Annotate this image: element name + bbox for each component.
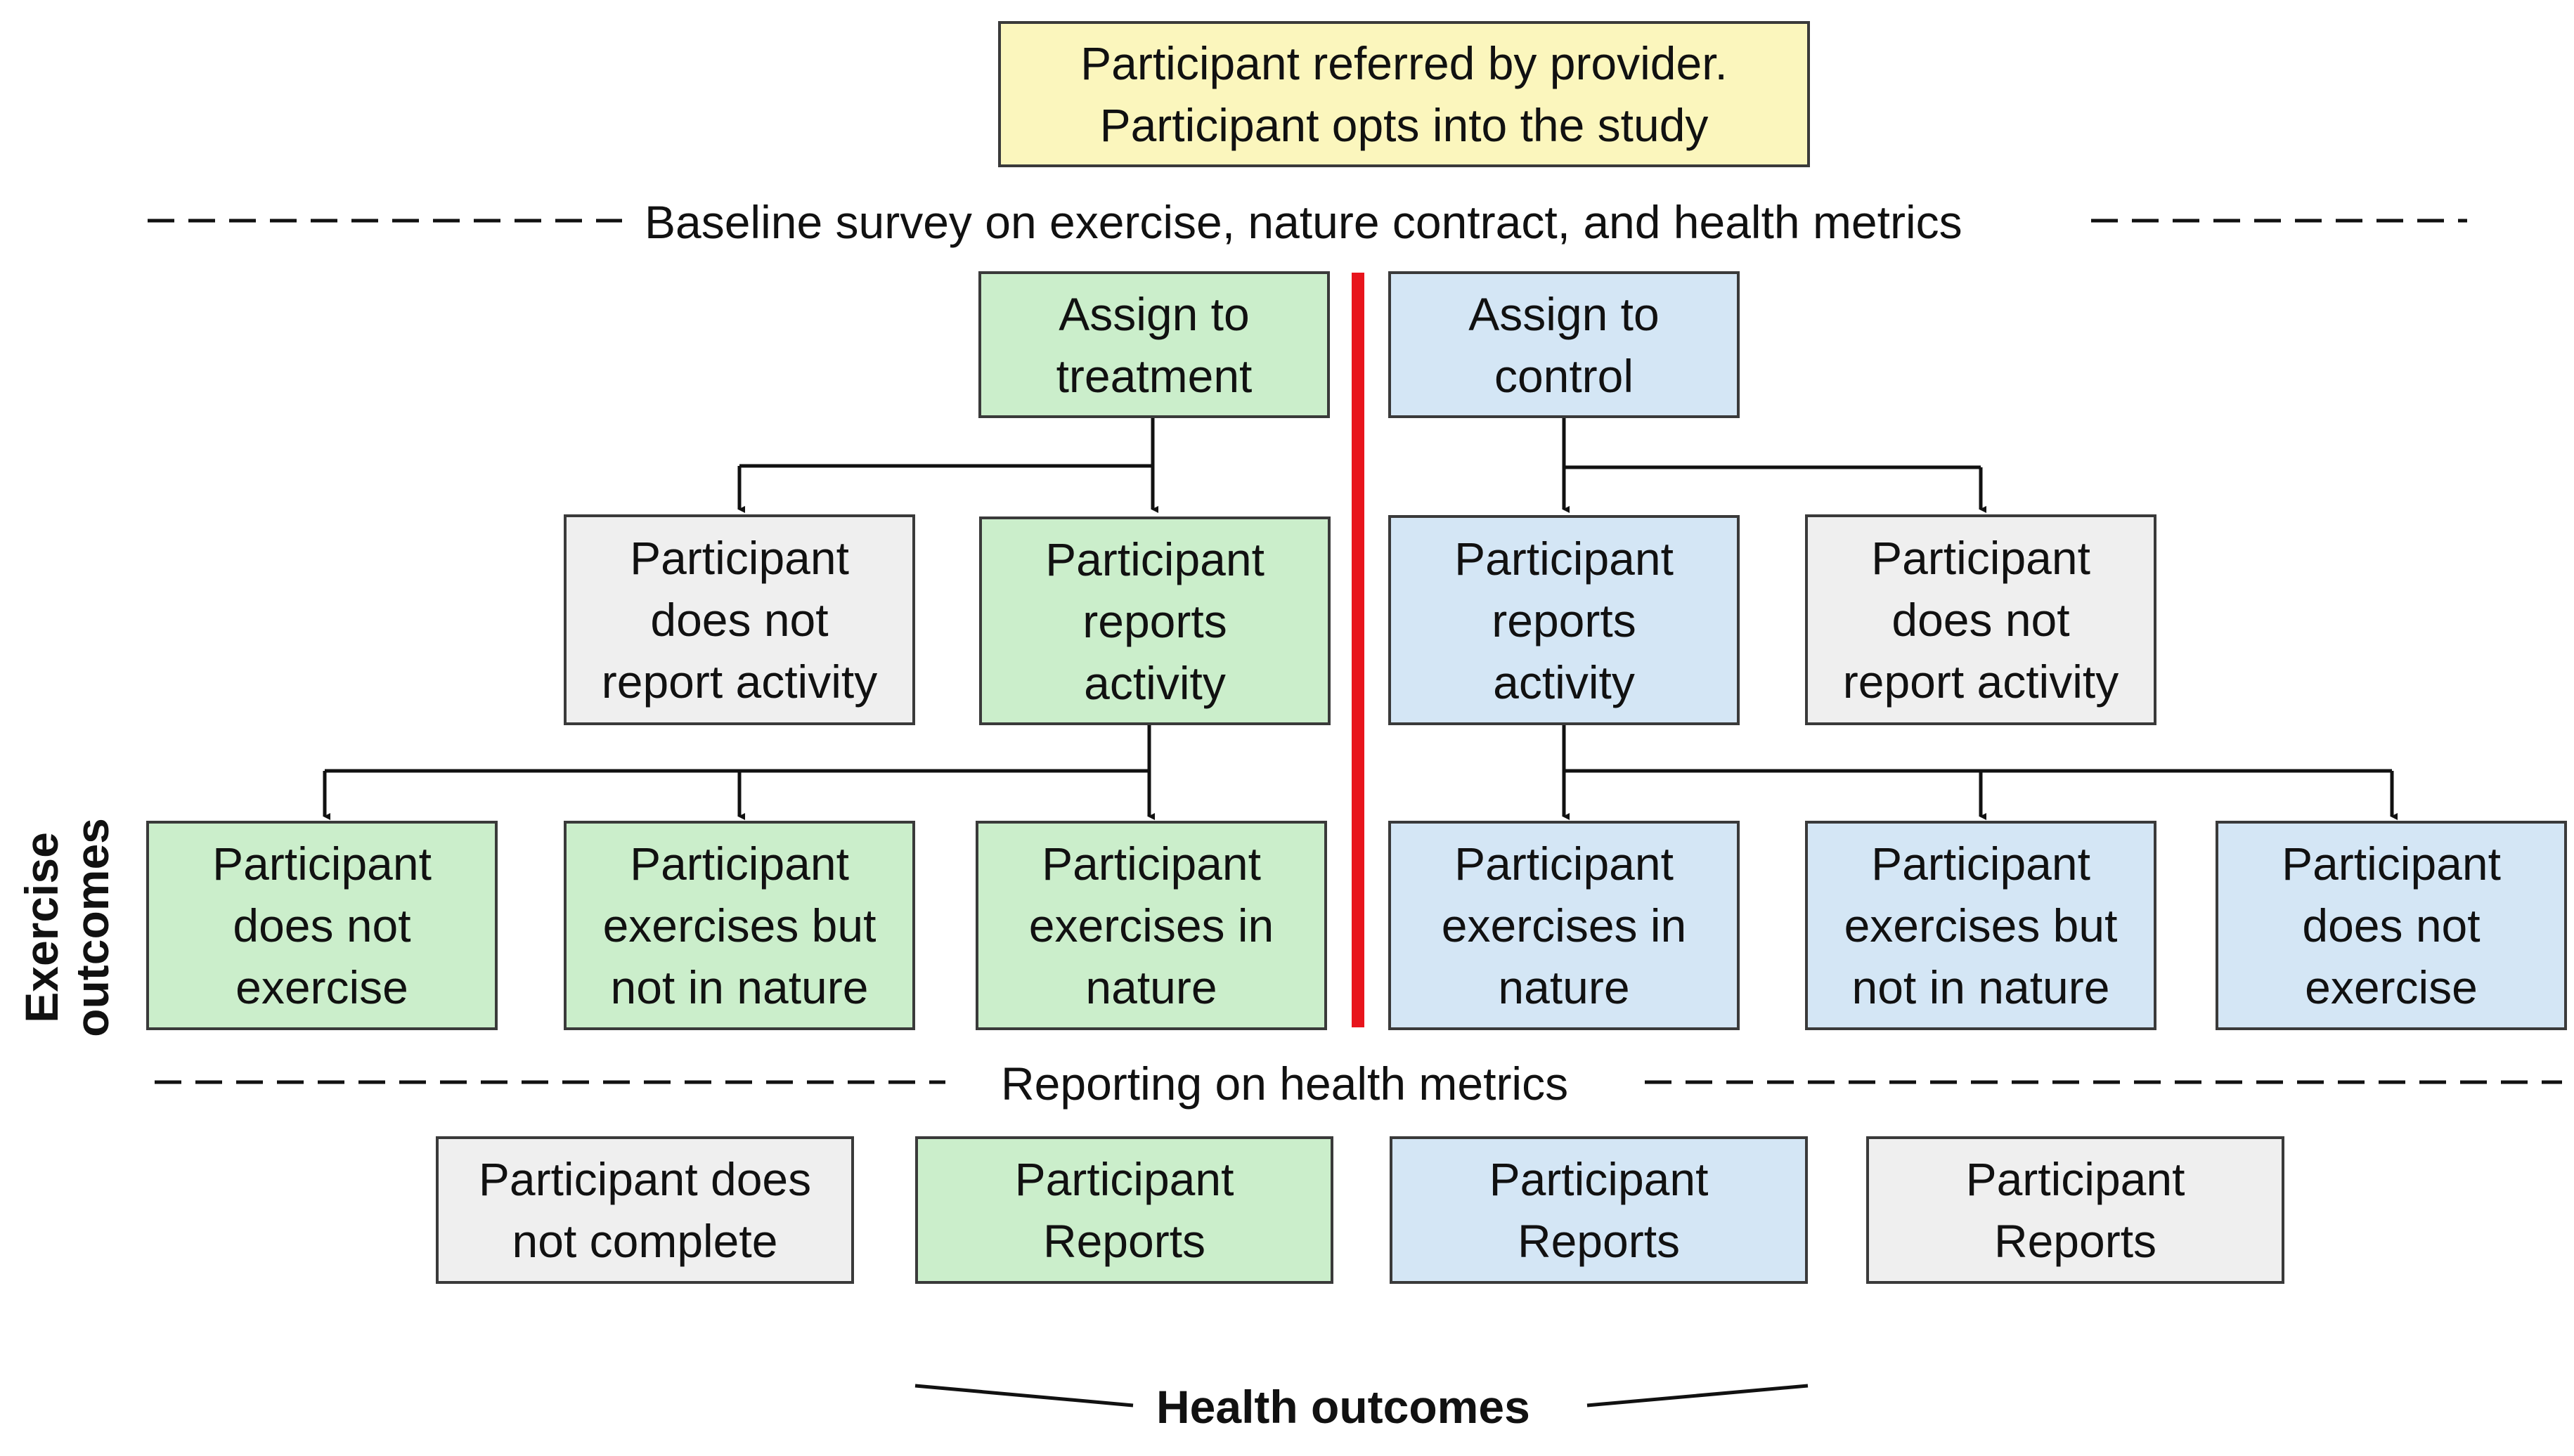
treatment-outcome-nature: Participant exercises in nature	[976, 821, 1327, 1030]
treatment-no-report-text: Participant does not report activity	[601, 532, 878, 708]
health-box-control-reports-text: Participant Reports	[1489, 1153, 1709, 1267]
exercise-outcomes-label: Exercise outcomes	[15, 818, 118, 1037]
treatment-outcome-nature-text: Participant exercises in nature	[1028, 838, 1274, 1013]
health-box-treatment-reports: Participant Reports	[915, 1136, 1333, 1284]
health-box-reports: Participant Reports	[1866, 1136, 2284, 1284]
treatment-no-report-box: Participant does not report activity	[564, 514, 915, 725]
referral-box: Participant referred by provider. Partic…	[998, 21, 1810, 167]
treatment-outcome-not-nature: Participant exercises but not in nature	[564, 821, 915, 1030]
health-box-not-complete: Participant does not complete	[436, 1136, 854, 1284]
assign-treatment-box: Assign to treatment	[978, 271, 1330, 418]
assign-control-box: Assign to control	[1388, 271, 1740, 418]
referral-text: Participant referred by provider. Partic…	[1080, 37, 1728, 151]
health-brace-right	[1586, 1384, 1809, 1408]
health-outcomes-label: Health outcomes	[1142, 1379, 1544, 1435]
control-no-report-text: Participant does not report activity	[1842, 532, 2119, 708]
control-outcome-not-nature: Participant exercises but not in nature	[1805, 821, 2156, 1030]
health-box-control-reports: Participant Reports	[1390, 1136, 1808, 1284]
assign-treatment-text: Assign to treatment	[1056, 287, 1253, 402]
health-brace-left	[914, 1384, 1134, 1408]
treatment-reports-text: Participant reports activity	[1045, 533, 1265, 709]
treatment-outcome-no-exercise-text: Participant does not exercise	[212, 838, 432, 1013]
control-reports-box: Participant reports activity	[1388, 515, 1740, 725]
health-box-reports-text: Participant Reports	[1965, 1153, 2185, 1267]
assign-control-text: Assign to control	[1468, 287, 1660, 402]
treatment-outcome-not-nature-text: Participant exercises but not in nature	[602, 838, 877, 1013]
control-outcome-nature-text: Participant exercises in nature	[1441, 838, 1687, 1013]
treatment-reports-box: Participant reports activity	[979, 516, 1331, 725]
health-box-not-complete-text: Participant does not complete	[478, 1153, 812, 1267]
control-outcome-nature: Participant exercises in nature	[1388, 821, 1740, 1030]
control-outcome-not-nature-text: Participant exercises but not in nature	[1844, 838, 2118, 1013]
reporting-label: Reporting on health metrics	[985, 1055, 1584, 1112]
treatment-outcome-no-exercise: Participant does not exercise	[146, 821, 498, 1030]
baseline-survey-label: Baseline survey on exercise, nature cont…	[629, 194, 1978, 250]
control-reports-text: Participant reports activity	[1454, 532, 1674, 708]
control-outcome-no-exercise-text: Participant does not exercise	[2282, 838, 2501, 1013]
health-box-treatment-reports-text: Participant Reports	[1014, 1153, 1234, 1267]
control-outcome-no-exercise: Participant does not exercise	[2216, 821, 2567, 1030]
control-no-report-box: Participant does not report activity	[1805, 514, 2156, 725]
